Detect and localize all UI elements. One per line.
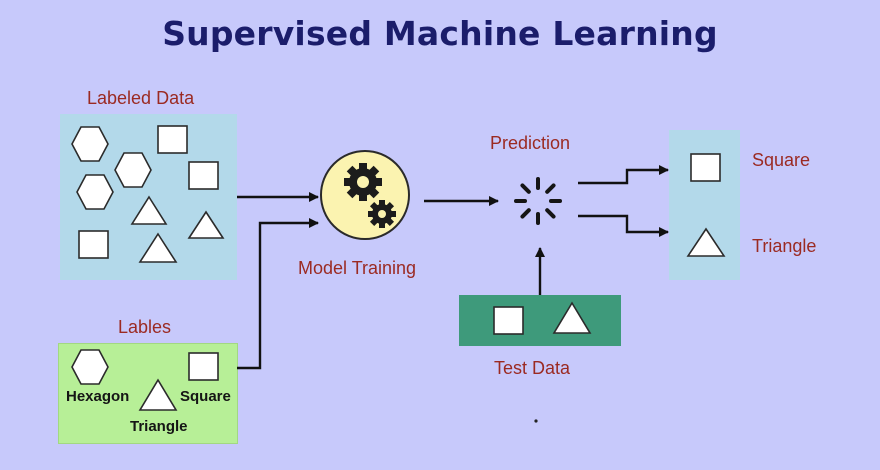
square-shape: [188, 161, 219, 190]
arrow-labels-to-model: [237, 218, 319, 370]
hexagon-label: Hexagon: [66, 388, 130, 405]
page-title: Supervised Machine Learning: [162, 14, 718, 53]
triangle-shape: [138, 378, 178, 411]
dot-mark: [534, 419, 538, 423]
labeled-data-shapes: [71, 125, 225, 263]
model-training-caption: Model Training: [298, 258, 417, 278]
prediction-spinner-icon: [514, 177, 562, 225]
output-square-label: Square: [752, 150, 811, 170]
hexagon-shape: [71, 349, 109, 385]
hexagon-shape: [71, 126, 109, 162]
labels-caption: Lables: [118, 317, 172, 337]
square-label: Square: [180, 388, 231, 405]
triangle-label: Triangle: [130, 418, 188, 435]
gear-icon-large: [344, 163, 382, 201]
test-data-caption: Test Data: [494, 358, 571, 378]
triangle-shape: [130, 195, 168, 225]
square-shape: [78, 230, 109, 259]
output-shapes: [686, 153, 726, 257]
triangle-shape: [686, 227, 726, 257]
gear-icon-small: [368, 200, 396, 228]
labels-legend-shapes: [71, 349, 219, 411]
model-training-node: [320, 150, 410, 240]
output-triangle-label: Triangle: [752, 236, 817, 256]
test-data-panel: [459, 295, 621, 346]
triangle-shape: [187, 210, 225, 239]
prediction-caption: Prediction: [490, 133, 571, 153]
arrow-to-triangle: [578, 214, 669, 237]
square-shape: [157, 125, 188, 154]
hexagon-shape: [76, 174, 114, 210]
square-shape: [690, 153, 721, 182]
square-shape: [188, 352, 219, 381]
hexagon-shape: [114, 152, 152, 188]
triangle-shape: [138, 232, 178, 263]
test-data-shapes: [493, 301, 592, 335]
labeled-data-caption: Labeled Data: [87, 88, 195, 108]
triangle-shape: [552, 301, 592, 334]
arrow-to-square: [578, 165, 669, 185]
square-shape: [493, 306, 524, 335]
